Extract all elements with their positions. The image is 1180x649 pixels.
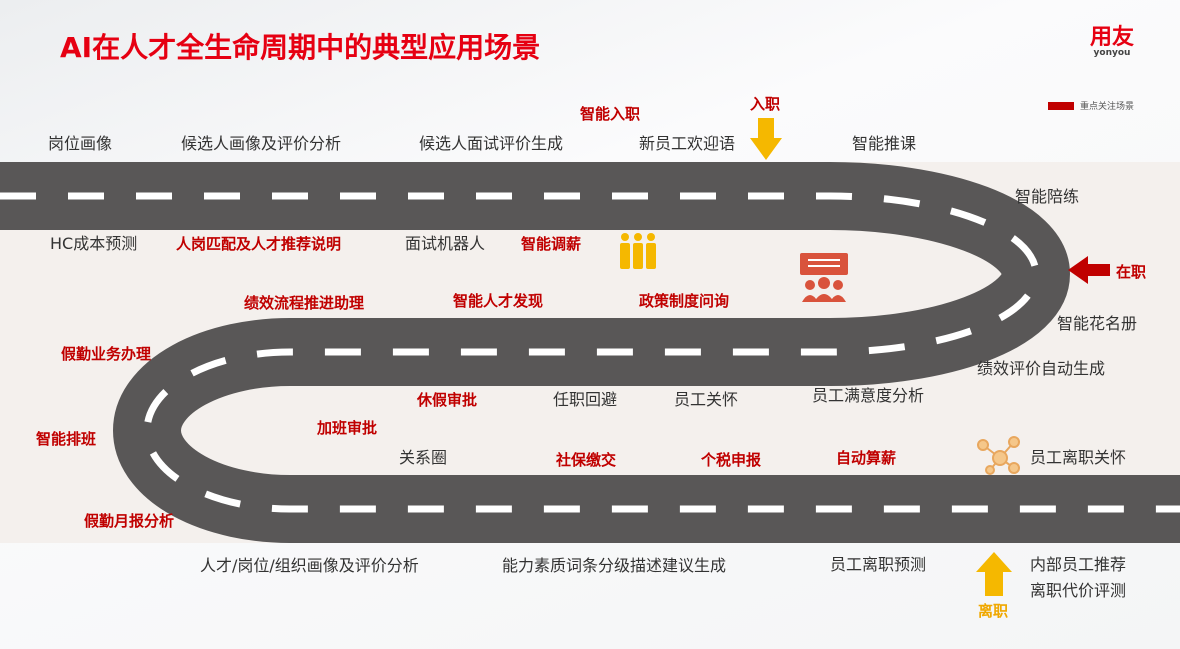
label: 假勤业务办理 bbox=[61, 345, 152, 363]
label: 任职回避 bbox=[553, 390, 618, 409]
legend-label: 重点关注场景 bbox=[1080, 102, 1135, 112]
label: 员工关怀 bbox=[674, 390, 739, 409]
label: 员工离职预测 bbox=[830, 555, 927, 574]
label: 智能人才发现 bbox=[453, 292, 544, 310]
stage-employed: 在职 bbox=[1116, 263, 1147, 281]
label: 绩效流程推进助理 bbox=[244, 294, 365, 312]
label: HC成本预测 bbox=[50, 234, 138, 253]
label: 政策制度问询 bbox=[639, 292, 730, 310]
label: 员工满意度分析 bbox=[812, 386, 925, 405]
legend-swatch bbox=[1048, 101, 1074, 110]
label: 内部员工推荐 bbox=[1030, 555, 1127, 574]
label: 人才/岗位/组织画像及评价分析 bbox=[200, 556, 419, 575]
label: 员工离职关怀 bbox=[1030, 448, 1127, 467]
label: 社保缴交 bbox=[556, 451, 617, 469]
label: 智能陪练 bbox=[1015, 187, 1080, 206]
label: 假勤月报分析 bbox=[84, 512, 175, 530]
label: 智能推课 bbox=[852, 134, 917, 153]
label: 新员工欢迎语 bbox=[639, 134, 736, 153]
stage-offboard: 离职 bbox=[978, 602, 1009, 620]
offboard-arrow-icon bbox=[976, 552, 1012, 596]
label: 关系圈 bbox=[399, 448, 448, 467]
label: 候选人面试评价生成 bbox=[419, 134, 564, 153]
label: 人岗匹配及人才推荐说明 bbox=[176, 235, 342, 253]
employed-arrow-icon bbox=[1068, 256, 1110, 284]
people-group-icon bbox=[620, 233, 656, 269]
label: 面试机器人 bbox=[405, 234, 486, 253]
label: 离职代价评测 bbox=[1030, 581, 1127, 600]
label: 能力素质词条分级描述建议生成 bbox=[502, 556, 727, 575]
label: 个税申报 bbox=[701, 451, 762, 469]
label: 绩效评价自动生成 bbox=[977, 359, 1106, 378]
label: 智能排班 bbox=[36, 430, 97, 448]
label: 智能花名册 bbox=[1057, 314, 1138, 333]
label: 休假审批 bbox=[417, 391, 478, 409]
label: 加班审批 bbox=[317, 419, 378, 437]
label: 候选人画像及评价分析 bbox=[181, 134, 342, 153]
network-icon bbox=[977, 436, 1020, 475]
onboard-arrow-icon bbox=[750, 118, 782, 160]
label: 自动算薪 bbox=[836, 449, 897, 467]
label: 岗位画像 bbox=[48, 134, 113, 153]
stage-onboard: 入职 bbox=[750, 95, 781, 113]
label: 智能调薪 bbox=[521, 235, 582, 253]
page-title: AI在人才全生命周期中的典型应用场景 bbox=[60, 31, 541, 64]
road-center-line bbox=[0, 192, 1180, 513]
legend: 重点关注场景 bbox=[1048, 99, 1134, 112]
meeting-chat-icon bbox=[800, 253, 848, 302]
label: 智能入职 bbox=[580, 105, 641, 123]
